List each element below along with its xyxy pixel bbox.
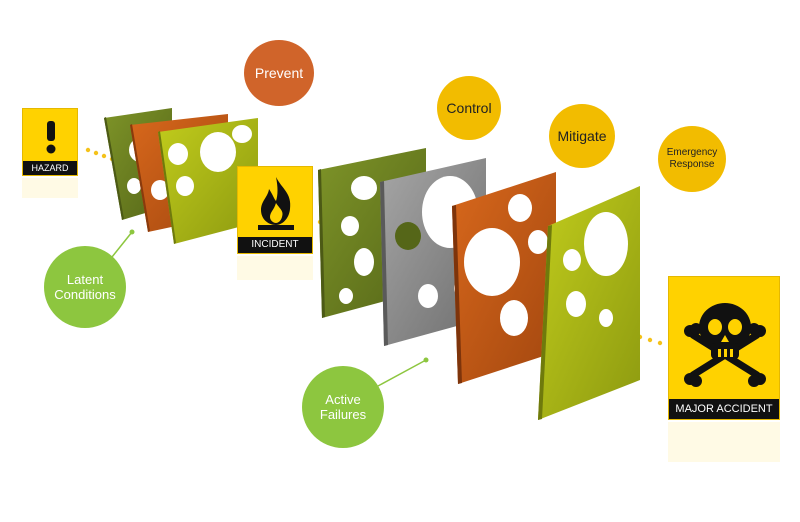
incident-label: INCIDENT (238, 237, 312, 253)
emergency-label-line2: Response (669, 159, 715, 170)
exclamation-icon (46, 121, 56, 154)
incident-sign: INCIDENT (237, 166, 313, 254)
skull-crossbones-icon (684, 303, 766, 387)
barrier-slice-3 (158, 118, 258, 244)
prevent-bubble: Prevent (244, 40, 314, 106)
active-label-line1: Active (325, 392, 361, 407)
hazard-label: HAZARD (23, 161, 77, 175)
control-bubble: Control (437, 76, 501, 140)
emergency-label-line1: Emergency (666, 147, 718, 158)
mitigate-label: Mitigate (557, 128, 607, 144)
floor-reflection (22, 178, 780, 462)
flame-icon (258, 177, 294, 230)
active-label-line2: Failures (319, 407, 367, 422)
emergency-response-bubble: Emergency Response (658, 126, 726, 192)
latent-label-line1: Latent (66, 272, 104, 287)
active-connector-line (377, 359, 427, 387)
barrier-slice-7 (538, 186, 640, 420)
mitigate-bubble: Mitigate (549, 104, 615, 168)
hazard-sign: HAZARD (22, 108, 78, 176)
prevent-label: Prevent (254, 65, 304, 81)
major-accident-sign: MAJOR ACCIDENT (668, 276, 780, 420)
major-accident-label: MAJOR ACCIDENT (669, 399, 779, 419)
latent-label-line2: Conditions (54, 287, 116, 302)
barrier-slice-6 (452, 172, 556, 384)
control-label: Control (446, 100, 492, 116)
active-failures-bubble: Active Failures (302, 366, 384, 448)
latent-conditions-bubble: Latent Conditions (44, 246, 126, 328)
